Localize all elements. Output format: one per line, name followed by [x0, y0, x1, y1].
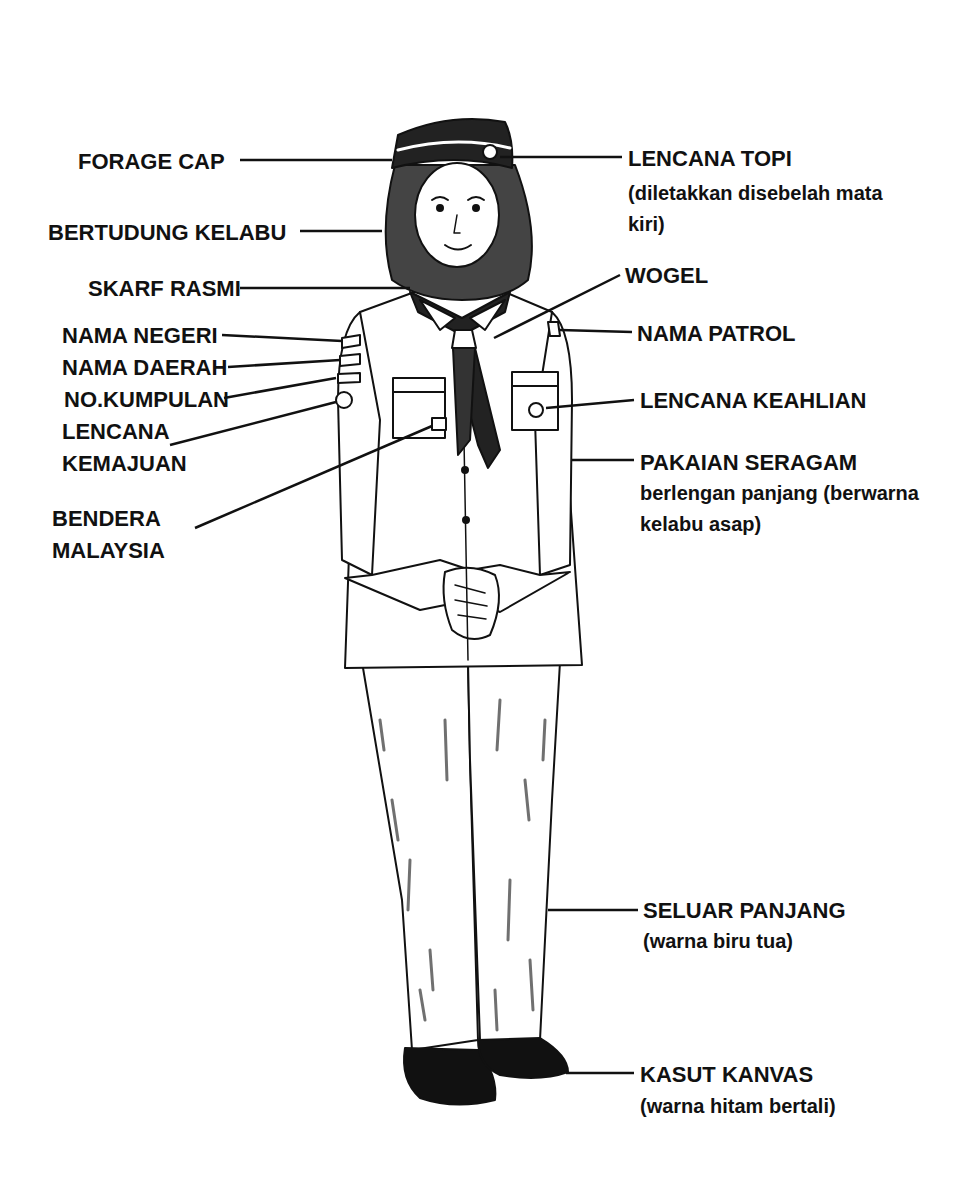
shirt — [345, 290, 582, 668]
part-label: PAKAIAN SERAGAM — [640, 447, 857, 479]
scarf-tail — [453, 348, 500, 468]
district-patch — [340, 354, 360, 366]
face — [415, 163, 499, 267]
part-label: (diletakkan disebelah mata kiri) — [628, 178, 898, 240]
part-label: LENCANA KEMAJUAN — [62, 416, 232, 480]
forage-cap — [392, 119, 512, 168]
sleeve — [338, 312, 380, 575]
part-label: LENCANA TOPI — [628, 143, 792, 175]
pocket — [512, 372, 558, 430]
sleeve — [535, 312, 572, 575]
part-label: LENCANA KEAHLIAN — [640, 385, 867, 417]
part-label: BERTUDUNG KELABU — [48, 217, 286, 249]
part-label: NO.KUMPULAN — [64, 384, 229, 416]
part-label: SELUAR PANJANG — [643, 895, 846, 927]
progress-badge — [336, 392, 352, 408]
part-label: SKARF RASMI — [88, 273, 241, 305]
part-label: (warna biru tua) — [643, 926, 793, 957]
woggle — [452, 330, 476, 348]
cap-badge — [483, 145, 497, 159]
part-label: NAMA NEGERI — [62, 320, 218, 352]
patrol-patch — [548, 322, 560, 336]
part-label: KASUT KANVAS — [640, 1059, 813, 1091]
part-label: FORAGE CAP — [78, 146, 225, 178]
state-patch — [342, 335, 360, 348]
part-label: BENDERA MALAYSIA — [52, 503, 212, 567]
pocket — [393, 378, 445, 438]
scarf — [410, 292, 510, 335]
part-label: NAMA DAERAH — [62, 352, 227, 384]
trouser-leg — [468, 662, 560, 1040]
part-label: NAMA PATROL — [637, 318, 795, 350]
shoe — [478, 1038, 568, 1078]
hands — [444, 568, 499, 639]
proficiency-badge — [529, 403, 543, 417]
part-label: berlengan panjang (berwarna kelabu asap) — [640, 478, 940, 540]
flag-badge — [432, 418, 446, 430]
group-patch — [338, 373, 360, 383]
part-label: (warna hitam bertali) — [640, 1091, 836, 1122]
part-label: WOGEL — [625, 260, 708, 292]
